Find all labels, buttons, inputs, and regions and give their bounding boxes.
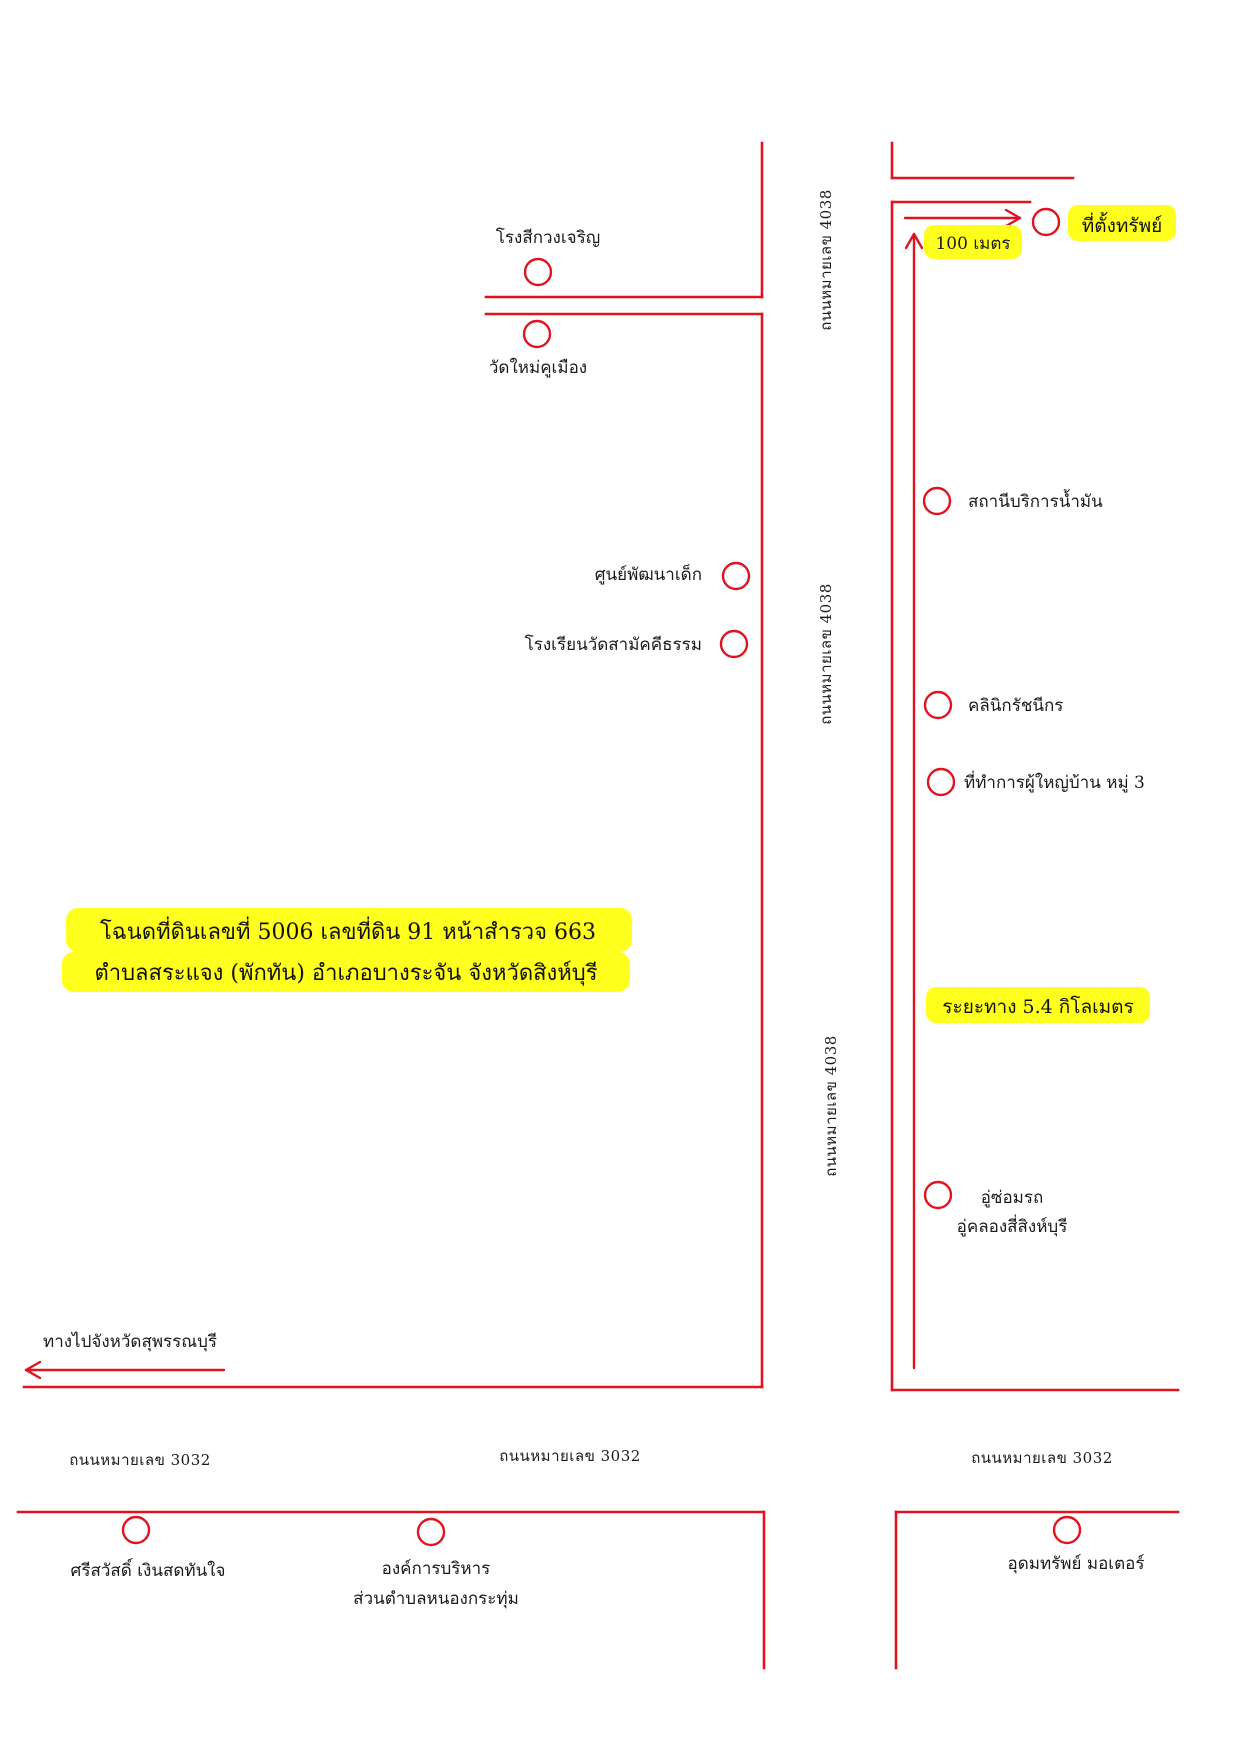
route-arrow-east-head	[1004, 208, 1022, 228]
landmark-label-village-office: ที่ทำการผู้ใหญ่บ้าน หมู่ 3	[964, 770, 1145, 793]
highlight-100m	[924, 225, 1022, 259]
distance-total-label: ระยะทาง 5.4 กิโลเมตร	[942, 995, 1133, 1018]
road-label-4038-top: ถนนหมายเลข 4038	[817, 189, 835, 331]
highlight-title-line1	[66, 908, 632, 952]
poi-marker-rong-si-kuang	[523, 257, 553, 287]
road-label-3032-right: ถนนหมายเลข 3032	[971, 1449, 1113, 1467]
poi-marker-sao	[416, 1517, 446, 1547]
poi-marker-child-center	[721, 561, 751, 591]
poi-marker-wat-mai	[522, 319, 552, 349]
property-label: ที่ตั้งทรัพย์	[1082, 212, 1163, 237]
landmark-label-sao-line2: ส่วนตำบลหนองกระทุ่ม	[353, 1589, 519, 1609]
landmark-label-sao-line1: องค์การบริหาร	[382, 1559, 491, 1579]
landmark-label-school: โรงเรียนวัดสามัคคีธรรม	[525, 634, 702, 655]
landmark-label-udom-motor: อุดมทรัพย์ มอเตอร์	[1008, 1554, 1145, 1574]
poi-marker-clinic	[923, 690, 953, 720]
landmark-label-rong-si-kuang: โรงสีกวงเจริญ	[496, 227, 600, 248]
road-label-4038-mid: ถนนหมายเลข 4038	[817, 583, 835, 725]
landmark-label-garage-line2: อู่คลองสี่สิงห์บุรี	[957, 1214, 1068, 1237]
route-arrow-north-head	[904, 232, 924, 250]
poi-marker-property	[1031, 207, 1061, 237]
landmark-label-wat-mai: วัดใหม่คูเมือง	[489, 357, 587, 378]
poi-marker-udom-motor	[1052, 1515, 1082, 1545]
highlight-distance	[926, 987, 1150, 1023]
direction-suphanburi-label: ทางไปจังหวัดสุพรรณบุรี	[43, 1331, 217, 1352]
poi-marker-garage	[923, 1180, 953, 1210]
highlight-title-line2	[62, 952, 630, 992]
title-block: โฉนดที่ดินเลขที่ 5006 เลขที่ดิน 91 หน้าส…	[94, 916, 597, 986]
road-lines	[16, 141, 1180, 1670]
poi-marker-village-office	[926, 767, 956, 797]
landmark-label-garage-line1: อู่ซ่อมรถ	[981, 1188, 1044, 1208]
title-line-1: โฉนดที่ดินเลขที่ 5006 เลขที่ดิน 91 หน้าส…	[100, 916, 596, 945]
poi-marker-srisawat	[121, 1515, 151, 1545]
road-label-3032-center: ถนนหมายเลข 3032	[499, 1447, 641, 1465]
route-arrow-west-head	[24, 1360, 42, 1380]
landmark-labels: โรงสีกวงเจริญ วัดใหม่คูเมือง สถานีบริการ…	[71, 227, 1145, 1609]
landmark-label-srisawat: ศรีสวัสดิ์ เงินสดทันใจ	[71, 1558, 226, 1581]
poi-marker-school	[719, 629, 749, 659]
highlights	[62, 205, 1176, 1023]
route-labels: ที่ตั้งทรัพย์ 100 เมตร ระยะทาง 5.4 กิโลเ…	[43, 212, 1162, 1352]
distance-100m-label: 100 เมตร	[935, 234, 1010, 254]
road-label-4038-bottom: ถนนหมายเลข 4038	[822, 1035, 840, 1177]
road-label-3032-left: ถนนหมายเลข 3032	[69, 1451, 211, 1469]
poi-markers	[121, 207, 1082, 1547]
landmark-label-clinic: คลินิกรัชนีกร	[968, 696, 1063, 716]
route-arrows	[24, 208, 1022, 1380]
highlight-property	[1068, 205, 1176, 241]
landmark-label-gas-station: สถานีบริการน้ำมัน	[968, 489, 1103, 512]
road-labels: ถนนหมายเลข 4038 ถนนหมายเลข 4038 ถนนหมายเ…	[69, 189, 1113, 1469]
poi-marker-gas-station	[922, 486, 952, 516]
landmark-label-child-center: ศูนย์พัฒนาเด็ก	[595, 563, 702, 585]
title-line-2: ตำบลสระแจง (พักทัน) อำเภอบางระจัน จังหวั…	[94, 961, 597, 986]
